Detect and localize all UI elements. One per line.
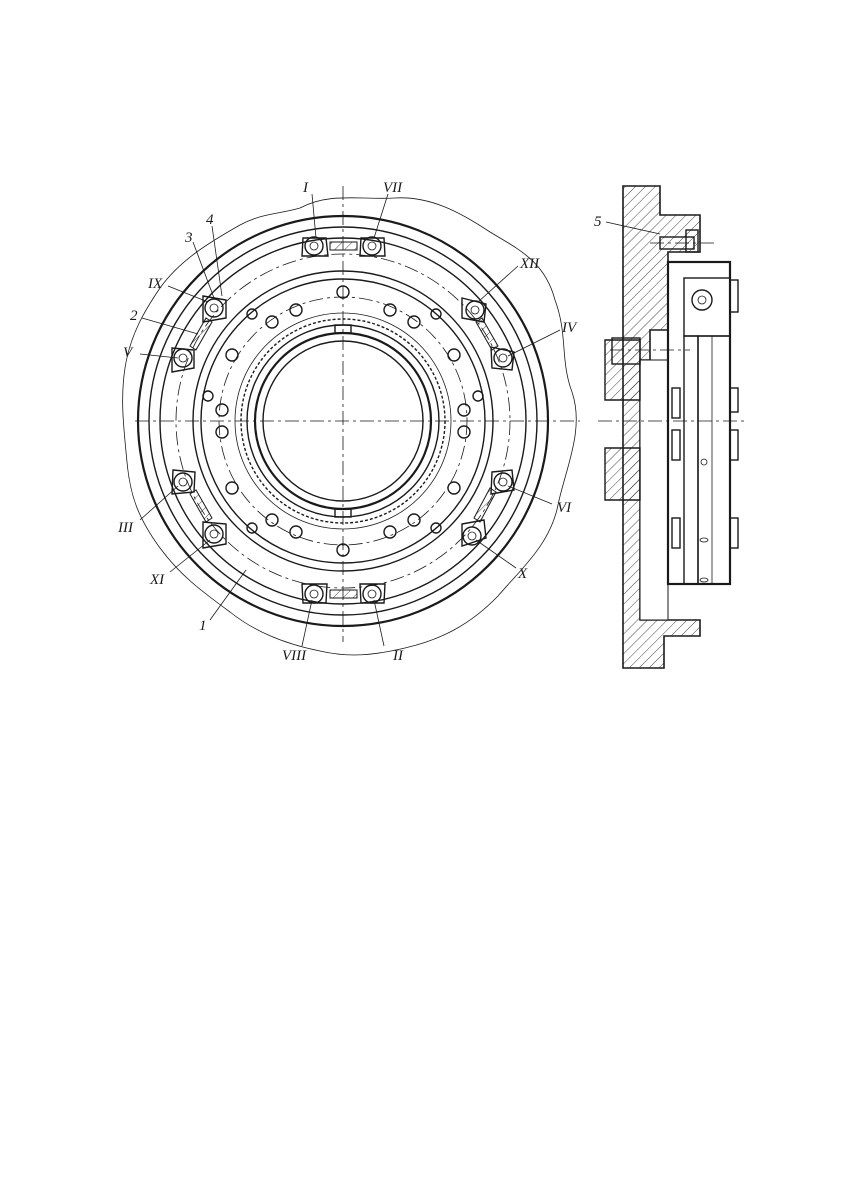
middle-ring-2 — [200, 278, 486, 564]
label-5: 5 — [594, 214, 602, 230]
label-V: V — [123, 345, 134, 361]
label-I: I — [302, 180, 309, 196]
label-II: II — [392, 648, 404, 664]
side-clip-1 — [729, 279, 739, 313]
brush-holder-VI — [490, 469, 515, 495]
break-outline — [122, 197, 577, 656]
keyway-top — [334, 324, 352, 334]
brush-holder-VIII — [301, 583, 328, 604]
front-view-labels: I VII XII IV VI X II VIII 1 XI III V 2 I… — [117, 180, 578, 664]
connector-right-top — [475, 317, 499, 351]
brush-holder-VII — [359, 236, 386, 257]
brush-holder-III — [171, 469, 196, 495]
label-III: III — [117, 520, 134, 536]
toothed-ring — [240, 318, 446, 524]
brush-holder-II — [359, 583, 386, 604]
brush-holder-V — [171, 347, 195, 373]
connector-left-bottom — [189, 489, 213, 523]
side-clip-4 — [729, 517, 739, 549]
outer-ring-2 — [148, 226, 538, 616]
label-VII: VII — [383, 180, 403, 196]
label-4: 4 — [206, 212, 214, 228]
label-X: X — [517, 566, 528, 582]
label-1: 1 — [199, 618, 207, 634]
section-view — [598, 185, 746, 669]
brush-holder-XI — [202, 521, 227, 549]
brush-holder-X — [461, 519, 487, 547]
brush-assembly — [666, 260, 732, 586]
label-IX: IX — [147, 276, 163, 292]
label-VI: VI — [557, 500, 572, 516]
side-clip-2 — [729, 387, 739, 413]
label-IV: IV — [561, 320, 578, 336]
front-view — [122, 186, 580, 656]
bolt-circle-inner — [218, 296, 468, 546]
label-XI: XI — [149, 572, 165, 588]
brush-holder-IV — [490, 346, 515, 371]
section-view-labels: 5 — [594, 214, 661, 235]
side-clip-3 — [729, 429, 739, 461]
brush-holders — [171, 236, 515, 604]
bore — [262, 340, 424, 502]
hub-flange — [611, 337, 641, 365]
bolt-5 — [691, 289, 713, 311]
inner-fasteners — [202, 285, 484, 557]
label-3: 3 — [184, 230, 193, 246]
inner-ring — [234, 312, 452, 530]
connector-right-bottom — [473, 487, 497, 523]
label-2: 2 — [130, 308, 138, 324]
hub-section — [604, 339, 641, 501]
middle-ring — [192, 270, 494, 572]
label-XII: XII — [519, 256, 540, 272]
outer-ring-3 — [159, 237, 527, 605]
brush-holder-I — [301, 236, 329, 257]
connector-left-top — [189, 317, 213, 351]
connector-top — [329, 241, 358, 251]
keyway-bottom — [334, 508, 352, 518]
outer-ring — [136, 214, 550, 628]
label-VIII: VIII — [282, 648, 307, 664]
brush-holder-IX — [202, 295, 227, 323]
bolt-circle-outer — [175, 253, 511, 589]
connector-bottom — [329, 589, 358, 599]
housing-web — [639, 359, 669, 621]
